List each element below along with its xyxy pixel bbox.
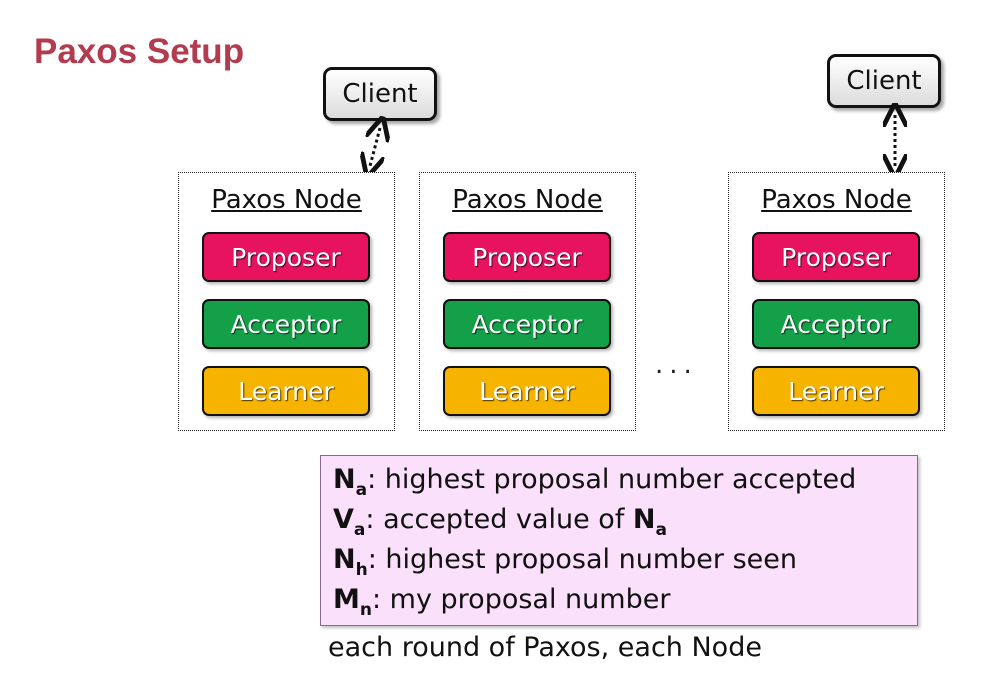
node-title: Paxos Node bbox=[761, 185, 912, 215]
client-1-link-arrow bbox=[370, 128, 380, 166]
page-title: Paxos Setup bbox=[34, 32, 245, 71]
acceptor-role: Acceptor bbox=[202, 299, 370, 349]
legend-subscript: n bbox=[359, 600, 372, 620]
legend-line-va: Va: accepted value of Na bbox=[333, 502, 917, 542]
learner-role: Learner bbox=[202, 366, 370, 416]
node-title: Paxos Node bbox=[452, 185, 603, 215]
paxos-node-3: Paxos Node Proposer Acceptor Learner bbox=[728, 172, 945, 431]
legend-ref-symbol: N bbox=[632, 504, 656, 535]
client-box-2: Client bbox=[827, 54, 941, 108]
legend-symbol: N bbox=[333, 544, 356, 575]
state-variables-legend: Na: highest proposal number accepted Va:… bbox=[320, 455, 918, 626]
legend-symbol: N bbox=[333, 464, 356, 495]
legend-subscript: a bbox=[353, 520, 366, 540]
client-box-1: Client bbox=[323, 67, 437, 121]
acceptor-role: Acceptor bbox=[443, 299, 611, 349]
legend-symbol: M bbox=[333, 584, 360, 615]
legend-text: : highest proposal number accepted bbox=[367, 464, 857, 495]
legend-subscript: h bbox=[355, 560, 368, 580]
legend-subscript: a bbox=[355, 480, 368, 500]
more-nodes-ellipsis: ... bbox=[655, 350, 698, 380]
legend-symbol: V bbox=[333, 504, 354, 535]
legend-text: : highest proposal number seen bbox=[367, 544, 797, 575]
learner-role: Learner bbox=[443, 366, 611, 416]
legend-text: : my proposal number bbox=[371, 584, 671, 615]
legend-line-mn: Mn: my proposal number bbox=[333, 582, 917, 622]
legend-text: : accepted value of bbox=[365, 504, 633, 535]
footer-caption: each round of Paxos, each Node bbox=[328, 632, 762, 663]
paxos-node-1: Paxos Node Proposer Acceptor Learner bbox=[178, 172, 395, 431]
proposer-role: Proposer bbox=[202, 232, 370, 282]
paxos-node-2: Paxos Node Proposer Acceptor Learner bbox=[419, 172, 636, 431]
node-title: Paxos Node bbox=[211, 185, 362, 215]
proposer-role: Proposer bbox=[443, 232, 611, 282]
acceptor-role: Acceptor bbox=[752, 299, 920, 349]
legend-ref-subscript: a bbox=[655, 520, 668, 540]
legend-line-nh: Nh: highest proposal number seen bbox=[333, 542, 917, 582]
learner-role: Learner bbox=[752, 366, 920, 416]
proposer-role: Proposer bbox=[752, 232, 920, 282]
legend-line-na: Na: highest proposal number accepted bbox=[333, 462, 917, 502]
